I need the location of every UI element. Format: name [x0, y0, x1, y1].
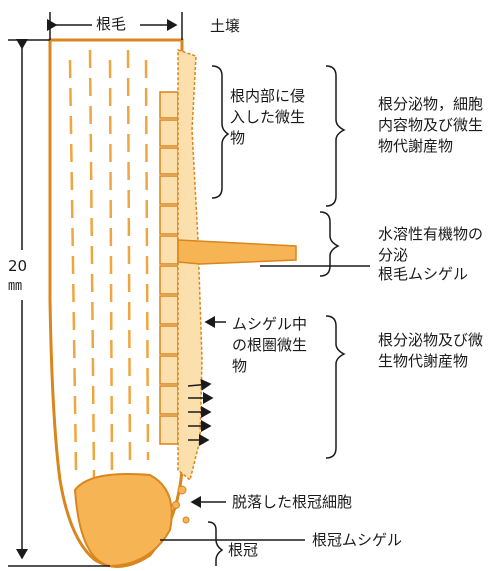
label-root-hair-width: 根毛 [96, 14, 126, 35]
label-root-cap: 根冠 [228, 540, 258, 561]
label-root-cap-mucigel: 根冠ムシゲル [312, 530, 402, 551]
label-soil: 土壌 [210, 16, 240, 37]
bracket-exudates-top [326, 66, 344, 206]
label-water-soluble: 水溶性有機物の 分泌 [378, 224, 483, 266]
label-inner-microbes: 根内部に侵 入した微生 物 [230, 86, 305, 149]
label-sloughed-cells: 脱落した根冠細胞 [232, 492, 352, 513]
bracket-root-cap [208, 522, 222, 566]
label-root-hair-mucigel: 根毛ムシゲル [378, 264, 468, 285]
epidermis-cells [160, 92, 178, 444]
label-length-unit: ㎜ [8, 276, 22, 297]
bracket-inner-microbes [212, 66, 228, 198]
rhizosphere-zone [178, 50, 202, 480]
bracket-mucigel [326, 316, 344, 458]
label-length-value: 20 [8, 256, 27, 277]
root-hair [178, 240, 296, 264]
label-exudates-top: 根分泌物，細胞 内容物及び微生 物代謝産物 [378, 94, 483, 157]
label-mucigel-microbes: ムシゲル中 の根圏微生 物 [232, 314, 307, 377]
label-exudates-bottom: 根分泌物及び微 生物代謝産物 [378, 330, 483, 372]
